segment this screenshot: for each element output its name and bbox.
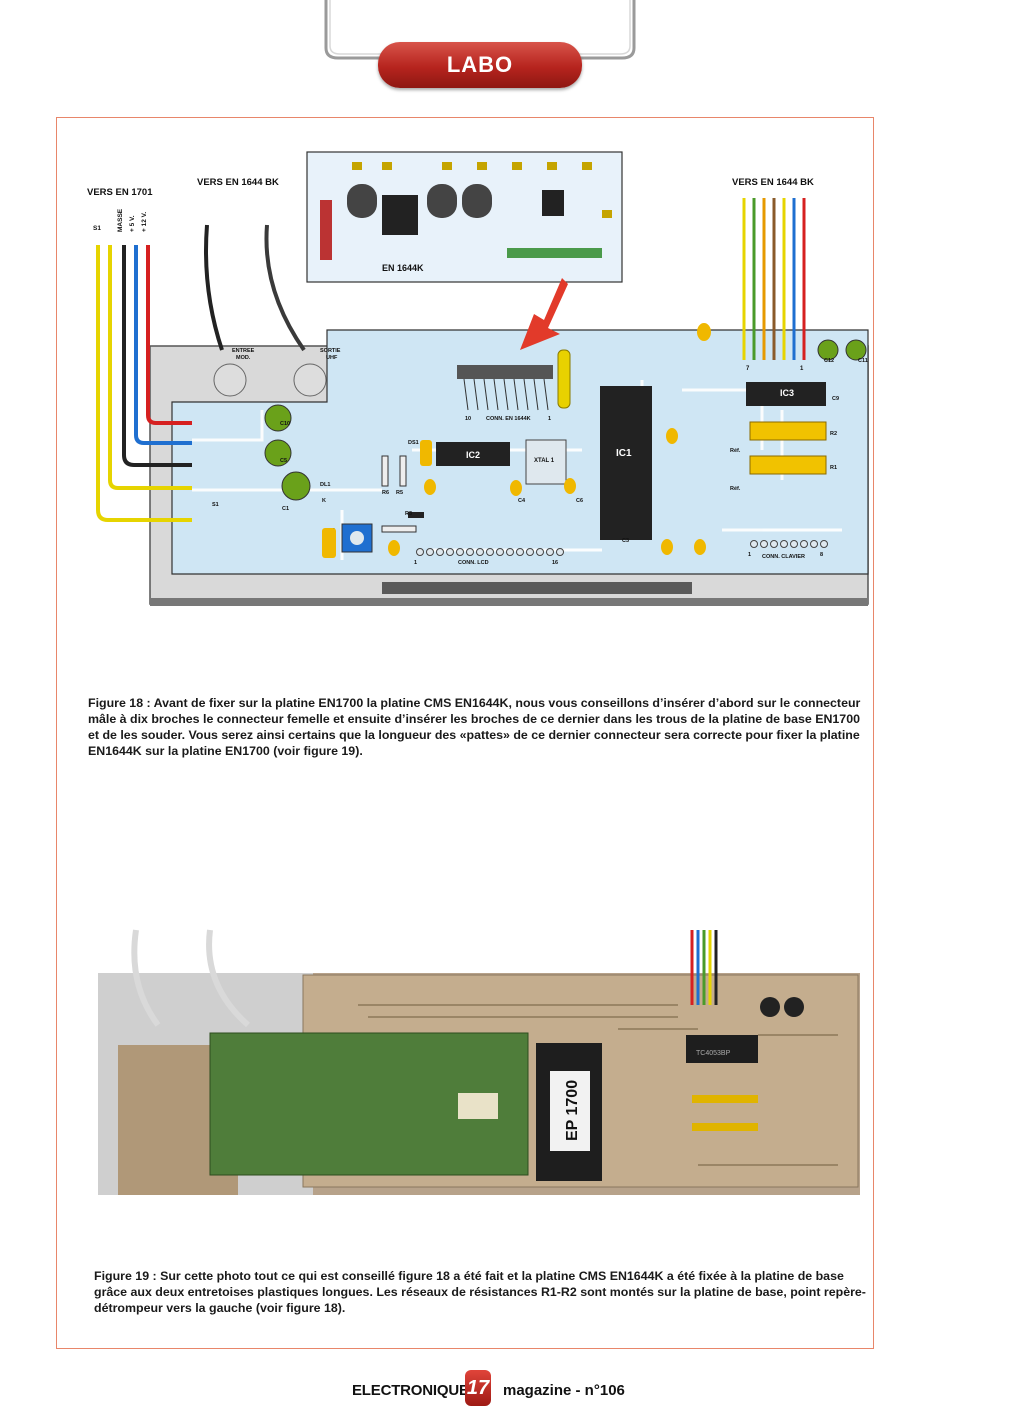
coax-cables [204, 224, 306, 352]
label-conn-1644k: CONN. EN 1644K [486, 416, 531, 422]
lcd-pads [416, 548, 564, 556]
r1-network [749, 455, 827, 475]
resistor-vertical [320, 200, 332, 260]
xtal1 [525, 439, 567, 485]
label-en1644k: EN 1644K [382, 263, 424, 273]
svg-text:C10: C10 [280, 421, 290, 427]
label-vers-1644-left: VERS EN 1644 BK [197, 177, 279, 188]
label-conn-clavier: CONN. CLAVIER [762, 554, 805, 560]
svg-text:C12: C12 [824, 358, 834, 364]
svg-text:1: 1 [800, 366, 804, 372]
svg-text:7: 7 [746, 366, 750, 372]
ribbon-wires [742, 198, 806, 360]
rf-connectors [213, 363, 327, 397]
xtal-photo [458, 1093, 498, 1119]
lcd-connector-strip [382, 582, 692, 594]
label-plus5: + 5 V. [129, 215, 136, 232]
eprom-label: EP 1700 [564, 1080, 581, 1141]
label-xtal1: XTAL 1 [534, 458, 555, 464]
svg-text:S1: S1 [212, 502, 219, 508]
svg-text:R3: R3 [405, 511, 412, 517]
power-wires [96, 245, 192, 522]
footer-issue: magazine - n°106 [503, 1382, 625, 1399]
label-masse: MASSE [117, 208, 124, 232]
svg-text:1: 1 [548, 416, 551, 422]
label-s1-wire: S1 [93, 225, 101, 232]
ic2 [436, 442, 510, 466]
label-ic2: IC2 [466, 450, 480, 460]
label-ic3: IC3 [780, 388, 794, 398]
ic-photo-label: TC4053BP [696, 1050, 731, 1057]
svg-text:R2: R2 [830, 431, 837, 437]
svg-text:R1: R1 [830, 465, 837, 471]
insert-arrow [520, 278, 568, 350]
figure19-photo: EP 1700 TC4053BP [98, 929, 860, 1195]
svg-text:1: 1 [414, 560, 417, 566]
svg-text:16: 16 [552, 560, 558, 566]
electrolytic-caps [264, 339, 867, 501]
label-vers-1701: VERS EN 1701 [87, 187, 153, 198]
clavier-pads [750, 540, 828, 548]
svg-text:MOD.: MOD. [236, 355, 251, 361]
svg-text:R6: R6 [382, 490, 389, 496]
svg-text:K: K [322, 498, 326, 504]
r2-network [749, 421, 827, 441]
figure19-caption: Figure 19 : Sur cette photo tout ce qui … [94, 1269, 866, 1315]
svg-text:C9: C9 [832, 396, 839, 402]
en1644k-pcb [306, 151, 623, 283]
ceramic-caps [322, 323, 711, 558]
resistors [381, 455, 424, 533]
conn-1644k [457, 365, 553, 379]
spacer-yellow [557, 349, 571, 409]
footer-brand: ELECTRONIQUE [352, 1382, 469, 1399]
label-ic1: IC1 [616, 448, 632, 459]
label-vers-1644-right: VERS EN 1644 BK [732, 177, 814, 188]
svg-text:C6: C6 [576, 498, 583, 504]
label-plus12: + 12 V. [141, 212, 148, 232]
ic-photo [686, 1035, 758, 1063]
svg-text:10: 10 [465, 416, 471, 422]
svg-text:C1: C1 [282, 506, 289, 512]
svg-text:ENTREE: ENTREE [232, 348, 255, 354]
top-pcb-smd [352, 162, 612, 218]
power-wire-labels: S1 MASSE + 5 V. + 12 V. [93, 208, 148, 232]
svg-text:UHF: UHF [326, 355, 338, 361]
conn-1644k-pins [463, 378, 549, 411]
svg-text:Réf.: Réf. [730, 486, 741, 492]
ic1 [600, 386, 652, 540]
svg-text:1: 1 [748, 552, 751, 558]
section-badge: LABO [378, 42, 582, 88]
svg-text:DL1: DL1 [320, 482, 330, 488]
figure18-diagram: EN 1644K VERS EN 1701 VERS EN 1644 BK VE… [87, 151, 869, 606]
figure18-caption: Figure 18 : Avant de fixer sur la platin… [88, 696, 861, 758]
svg-text:R5: R5 [396, 490, 403, 496]
rf-labels: ENTREE MOD. SORTIE UHF [232, 348, 341, 361]
svg-text:C3: C3 [622, 538, 629, 544]
top-pcb-header [507, 248, 602, 258]
svg-text:DS1: DS1 [408, 440, 419, 446]
resistor-labels: R6 R5 R3 DS1 DL1 K S1 [212, 440, 419, 517]
footer-logo: 17 [465, 1370, 491, 1406]
top-pcb-caps [347, 184, 564, 235]
svg-text:8: 8 [820, 552, 823, 558]
case-edge [150, 598, 868, 606]
svg-text:Réf.: Réf. [730, 448, 741, 454]
svg-text:C4: C4 [518, 498, 526, 504]
figure-frame [56, 117, 874, 1349]
svg-text:C11: C11 [858, 358, 868, 364]
ic3 [746, 382, 826, 406]
svg-text:C5: C5 [280, 458, 287, 464]
label-conn-lcd: CONN. LCD [458, 560, 489, 566]
svg-text:SORTIE: SORTIE [320, 348, 341, 354]
